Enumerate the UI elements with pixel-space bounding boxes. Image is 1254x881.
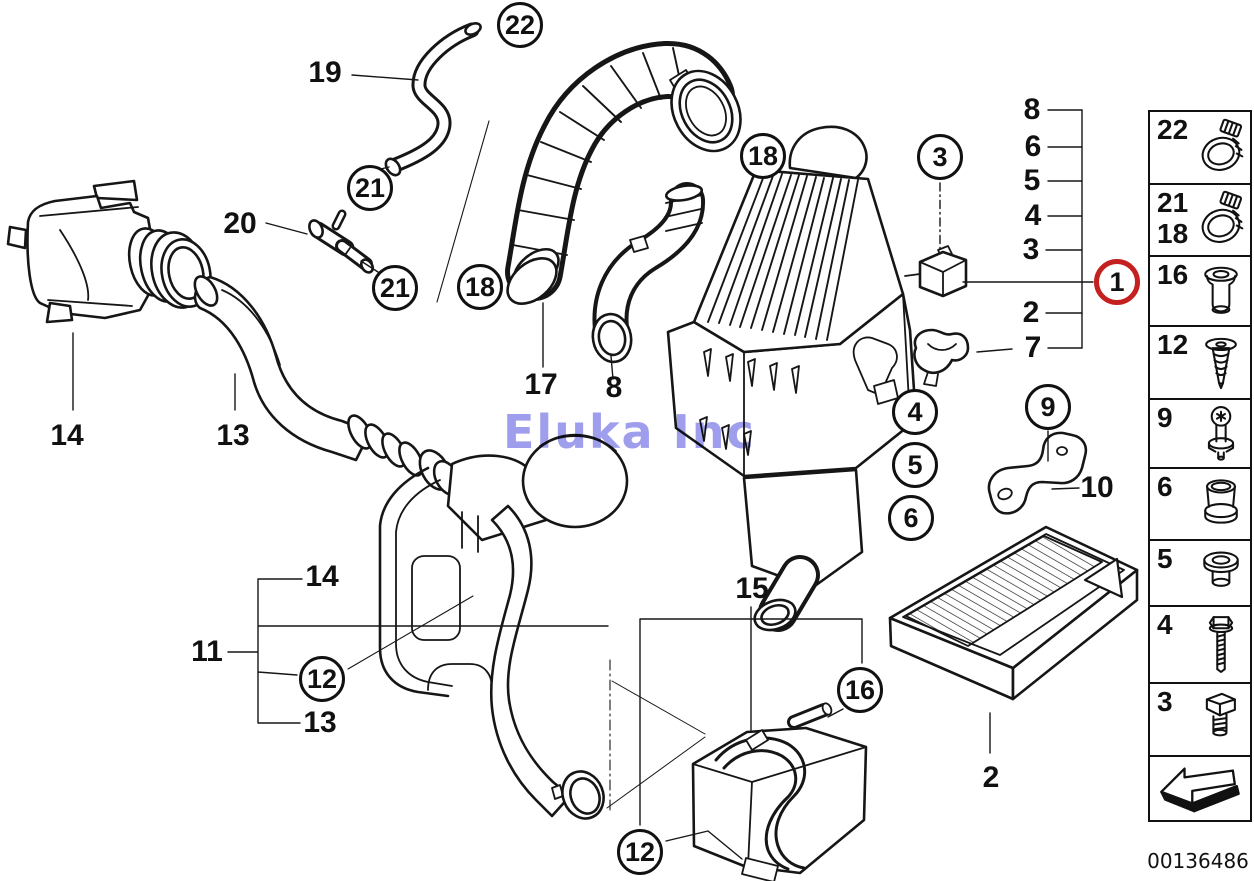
callout-14-bracket: 14 — [305, 560, 339, 593]
legend-row-arrow — [1148, 754, 1252, 822]
legend-number: 22 — [1157, 114, 1189, 145]
expansion-rivet-icon — [1205, 337, 1237, 389]
legend-number: 3 — [1157, 686, 1173, 718]
hose-clamp-icon — [1201, 191, 1244, 244]
legend-number: 9 — [1157, 401, 1173, 433]
legend-row-16: 16 — [1148, 254, 1252, 328]
legend-number: 6 — [1157, 471, 1173, 503]
resonator-15 — [691, 702, 868, 881]
legend-number: 21 18 — [1157, 187, 1189, 250]
callout-13-left: 13 — [216, 419, 250, 452]
retaining-clamp-7 — [913, 328, 970, 387]
callout-8-list: 8 — [1023, 93, 1041, 126]
callout-17: 17 — [524, 368, 558, 401]
torx-screw-icon — [1207, 405, 1235, 461]
callout-circle-6: 6 — [888, 495, 934, 541]
filter-element-2 — [888, 525, 1139, 701]
legend-row-5: 5 — [1148, 539, 1252, 608]
long-bolt-icon — [1208, 615, 1234, 673]
callout-circle-18-clamp: 18 — [457, 264, 503, 310]
intake-boot-17 — [505, 41, 742, 305]
parts-legend-sidebar: 22 21 18 16 12 — [1148, 110, 1252, 822]
callout-2-list: 2 — [1022, 296, 1040, 329]
legend-row-22: 22 — [1148, 110, 1252, 186]
callout-7-list: 7 — [1024, 331, 1042, 364]
callout-19: 19 — [308, 56, 342, 89]
callout-15: 15 — [735, 572, 769, 605]
legend-row-3: 3 — [1148, 682, 1252, 758]
callout-circle-9: 9 — [1025, 384, 1071, 430]
callout-circle-1-highlighted: 1 — [1094, 259, 1140, 305]
callout-10: 10 — [1080, 471, 1114, 504]
vent-hose-19 — [384, 22, 482, 177]
vent-nipple-16 — [787, 702, 833, 729]
callout-circle-12-resonator: 12 — [617, 829, 663, 875]
air-filter-housing-1 — [666, 125, 918, 632]
elbow-fitting-21 — [308, 209, 375, 274]
callout-2-filter: 2 — [982, 761, 1000, 794]
legend-row-4: 4 — [1148, 604, 1252, 685]
rubber-bushing-icon — [1204, 478, 1238, 524]
hose-clamp-icon — [1201, 118, 1244, 171]
legend-number: 12 — [1157, 329, 1189, 361]
callout-6-list: 6 — [1024, 130, 1042, 163]
callout-11: 11 — [191, 635, 223, 668]
legend-number: 16 — [1157, 258, 1189, 290]
callout-8-hose: 8 — [605, 371, 623, 404]
lower-intake-duct-11 — [347, 414, 629, 820]
plug-grommet-icon — [1204, 267, 1238, 315]
connecting-hose-8 — [591, 182, 706, 364]
direction-arrow-icon — [1160, 767, 1240, 813]
leader-lines — [72, 74, 1094, 860]
callout-circle-22: 22 — [497, 2, 543, 48]
callout-14-left: 14 — [50, 419, 84, 452]
intake-muffler-14 — [6, 179, 212, 324]
legend-number: 5 — [1157, 543, 1173, 575]
document-number: 00136486 — [1147, 849, 1249, 873]
callout-circle-18-boot: 18 — [740, 133, 786, 179]
watermark-text: Eluka Inc — [503, 405, 756, 459]
callout-circle-21-elbow: 21 — [372, 265, 418, 311]
callout-circle-21-hose: 21 — [347, 165, 393, 211]
legend-row-9: 9 — [1148, 397, 1252, 470]
callout-3-list: 3 — [1022, 233, 1040, 266]
legend-row-6: 6 — [1148, 467, 1252, 543]
legend-number: 4 — [1157, 608, 1173, 640]
callout-circle-16: 16 — [837, 667, 883, 713]
intake-hose-13 — [193, 275, 372, 462]
callout-20: 20 — [223, 207, 257, 240]
callout-circle-12-duct: 12 — [299, 656, 345, 702]
callout-13-bracket: 13 — [303, 706, 337, 739]
mount-block-3 — [904, 245, 968, 298]
callout-circle-4: 4 — [892, 389, 938, 435]
callout-4-list: 4 — [1024, 199, 1042, 232]
legend-row-12: 12 — [1148, 325, 1252, 401]
hex-bolt-icon — [1205, 692, 1236, 737]
callout-circle-3: 3 — [917, 134, 963, 180]
callout-5-list: 5 — [1023, 164, 1041, 197]
callout-circle-5: 5 — [892, 442, 938, 488]
flanged-grommet-icon — [1203, 551, 1239, 588]
bracket-10 — [987, 431, 1088, 515]
legend-row-21-18: 21 18 — [1148, 183, 1252, 258]
